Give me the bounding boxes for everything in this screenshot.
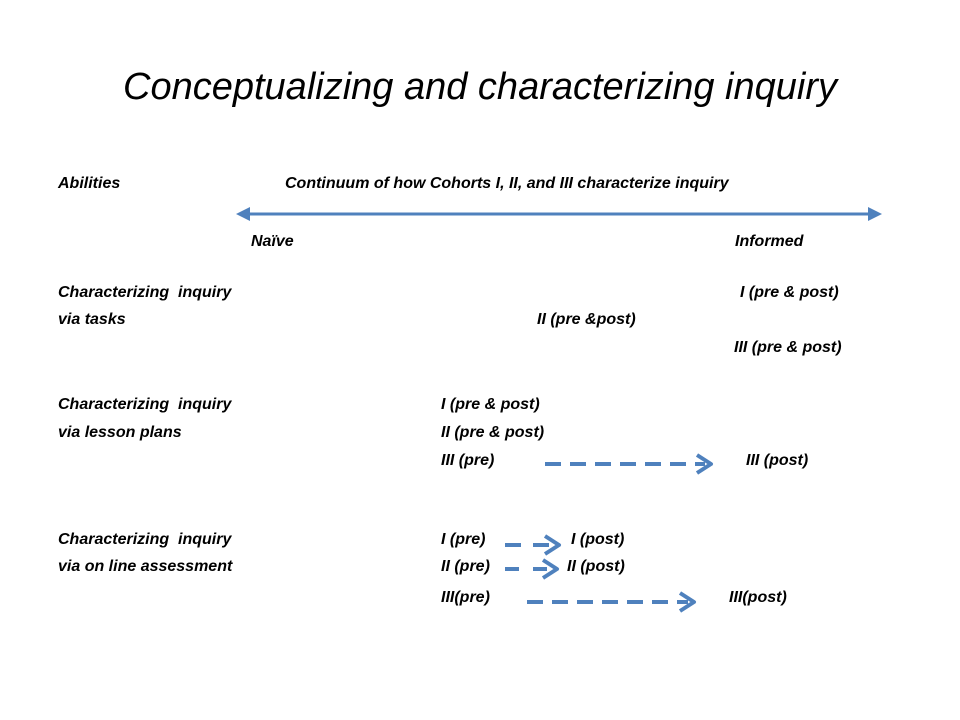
slide-title: Conceptualizing and characterizing inqui… <box>123 66 837 108</box>
tasks-cohort-iii: III (pre & post) <box>734 339 842 356</box>
assessment-cohort-iii-pre: III(pre) <box>441 589 490 606</box>
tasks-label-line2: via tasks <box>58 311 126 328</box>
informed-label: Informed <box>735 233 804 250</box>
assessment-ii-progress-arrow <box>505 558 559 580</box>
naive-label: Naïve <box>251 233 294 250</box>
assessment-cohort-ii-post: II (post) <box>567 558 625 575</box>
assessment-cohort-i-pre: I (pre) <box>441 531 486 548</box>
assessment-cohort-i-post: I (post) <box>571 531 625 548</box>
lesson-plans-cohort-i: I (pre & post) <box>441 396 540 413</box>
lesson-plans-label-line2: via lesson plans <box>58 424 182 441</box>
assessment-iii-progress-arrow <box>527 591 696 613</box>
tasks-cohort-i: I (pre & post) <box>740 284 839 301</box>
assessment-i-progress-arrow <box>505 534 561 556</box>
lesson-plans-cohort-ii: II (pre & post) <box>441 424 545 441</box>
lesson-plans-cohort-iii-pre: III (pre) <box>441 452 495 469</box>
tasks-label-line1: Characterizing inquiry <box>58 284 232 301</box>
assessment-cohort-iii-post: III(post) <box>729 589 787 606</box>
continuum-heading: Continuum of how Cohorts I, II, and III … <box>285 175 729 192</box>
continuum-arrow <box>236 207 882 221</box>
assessment-cohort-ii-pre: II (pre) <box>441 558 490 575</box>
abilities-heading: Abilities <box>58 175 121 192</box>
lesson-plans-label-line1: Characterizing inquiry <box>58 396 232 413</box>
assessment-label-line2: via on line assessment <box>58 558 233 575</box>
assessment-label-line1: Characterizing inquiry <box>58 531 232 548</box>
lesson-plans-cohort-iii-post: III (post) <box>746 452 809 469</box>
lesson-plans-progress-arrow <box>545 453 713 475</box>
tasks-cohort-ii: II (pre &post) <box>537 311 636 328</box>
